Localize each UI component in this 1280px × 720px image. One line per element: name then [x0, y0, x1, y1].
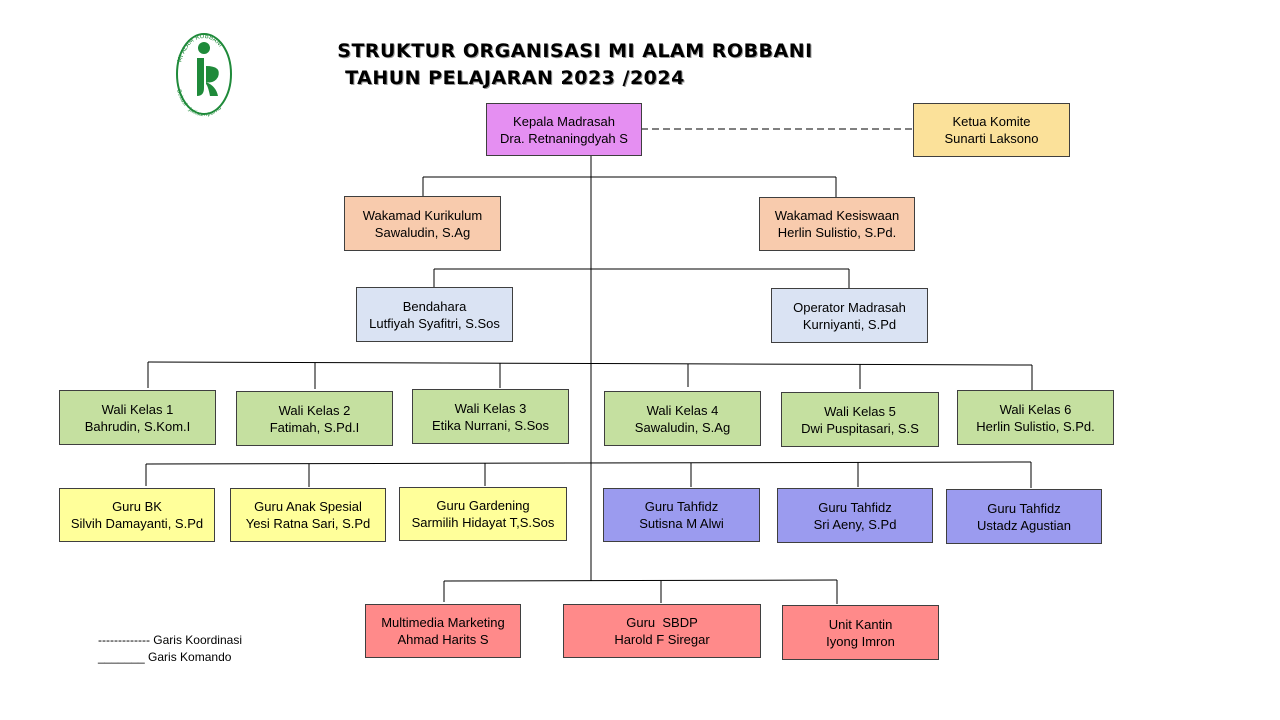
node-name: Sri Aeny, S.Pd [813, 516, 897, 532]
node-name: Sawaludin, S.Ag [374, 224, 471, 240]
node-guru-tahfidz-1: Guru Tahfidz Sutisna M Alwi [603, 488, 760, 542]
node-guru-anak-spesial: Guru Anak Spesial Yesi Ratna Sari, S.Pd [230, 488, 386, 542]
node-wali-kelas-6: Wali Kelas 6 Herlin Sulistio, S.Pd. [957, 390, 1114, 445]
node-name: Ahmad Harits S [397, 632, 489, 647]
node-wali-kelas-3: Wali Kelas 3 Etika Nurrani, S.Sos [412, 389, 569, 444]
node-name: Harold F Siregar [614, 632, 710, 647]
node-name: Fatimah, S.Pd.I [269, 419, 360, 435]
node-guru-bk: Guru BK Silvih Damayanti, S.Pd [59, 488, 215, 542]
node-role: Guru Gardening [436, 498, 530, 513]
node-role: Wali Kelas 1 [101, 401, 174, 417]
node-name: Dwi Puspitasari, S.S [801, 420, 919, 436]
chart-subtitle: TAHUN PELAJARAN 2023 /2024 [345, 67, 685, 89]
chart-title: STRUKTUR ORGANISASI MI ALAM ROBBANI [337, 40, 813, 62]
node-role: Wali Kelas 2 [278, 402, 351, 418]
node-wali-kelas-4: Wali Kelas 4 Sawaludin, S.Ag [604, 391, 761, 446]
node-role: Guru BK [112, 499, 162, 514]
node-guru-tahfidz-2: Guru Tahfidz Sri Aeny, S.Pd [777, 488, 933, 543]
node-role: Operator Madrasah [793, 299, 906, 315]
node-role: Wakamad Kesiswaan [774, 208, 900, 223]
node-kepala-madrasah: Kepala Madrasah Dra. Retnaningdyah S [486, 103, 642, 156]
legend-command-line: _______ Garis Komando [98, 650, 232, 664]
node-role: Guru Tahfidz [987, 500, 1061, 516]
node-guru-gardening: Guru Gardening Sarmilih Hidayat T,S.Sos [399, 487, 567, 541]
node-name: Ustadz Agustian [977, 517, 1071, 533]
node-guru-tahfidz-3: Guru Tahfidz Ustadz Agustian [946, 489, 1102, 544]
node-name: Silvih Damayanti, S.Pd [70, 516, 204, 531]
node-role: Guru SBDP [626, 615, 698, 630]
node-role: Guru Tahfidz [818, 499, 892, 515]
node-unit-kantin: Unit Kantin Iyong Imron [782, 605, 939, 660]
node-role: Wali Kelas 5 [824, 403, 896, 419]
node-role: Wali Kelas 4 [646, 402, 719, 418]
node-name: Sunarti Laksono [944, 131, 1039, 146]
node-name: Lutfiyah Syafitri, S.Sos [369, 315, 500, 331]
node-wali-kelas-5: Wali Kelas 5 Dwi Puspitasari, S.S [781, 392, 939, 447]
node-wakamad-kesiswaan: Wakamad Kesiswaan Herlin Sulistio, S.Pd. [759, 197, 915, 251]
node-role: Wali Kelas 3 [454, 400, 527, 416]
node-name: Iyong Imron [826, 633, 895, 649]
node-role: Wali Kelas 6 [999, 401, 1072, 417]
node-name: Kurniyanti, S.Pd [802, 316, 897, 332]
node-role: Bendahara [402, 298, 467, 314]
node-wali-kelas-2: Wali Kelas 2 Fatimah, S.Pd.I [236, 391, 393, 446]
node-guru-sbdp: Guru SBDP Harold F Siregar [563, 604, 761, 658]
node-name: Etika Nurrani, S.Sos [431, 417, 550, 433]
node-name: Herlin Sulistio, S.Pd. [976, 418, 1095, 434]
node-wakamad-kurikulum: Wakamad Kurikulum Sawaludin, S.Ag [344, 196, 501, 251]
node-wali-kelas-1: Wali Kelas 1 Bahrudin, S.Kom.I [59, 390, 216, 445]
node-role: Wakamad Kurikulum [362, 207, 483, 223]
node-role: Kepala Madrasah [513, 113, 615, 129]
node-name: Herlin Sulistio, S.Pd. [777, 225, 897, 240]
node-bendahara: Bendahara Lutfiyah Syafitri, S.Sos [356, 287, 513, 342]
node-role: Ketua Komite [952, 114, 1031, 129]
node-role: Multimedia Marketing [381, 615, 505, 630]
node-operator-madrasah: Operator Madrasah Kurniyanti, S.Pd [771, 288, 928, 343]
legend-coordination-line: ------------- Garis Koordinasi [98, 633, 242, 647]
node-role: Guru Tahfidz [644, 499, 719, 514]
node-name: Sarmilih Hidayat T,S.Sos [411, 515, 555, 530]
node-name: Yesi Ratna Sari, S.Pd [245, 516, 371, 531]
school-logo: MI ALAM ROBBANI Bekasi - Jatisampurna [166, 22, 242, 118]
node-ketua-komite: Ketua Komite Sunarti Laksono [913, 103, 1070, 157]
node-name: Sawaludin, S.Ag [634, 419, 731, 435]
node-role: Unit Kantin [828, 616, 893, 632]
node-multimedia-marketing: Multimedia Marketing Ahmad Harits S [365, 604, 521, 658]
node-name: Dra. Retnaningdyah S [500, 130, 628, 146]
node-name: Sutisna M Alwi [639, 516, 724, 531]
node-role: Guru Anak Spesial [254, 499, 362, 514]
node-name: Bahrudin, S.Kom.I [84, 418, 191, 434]
